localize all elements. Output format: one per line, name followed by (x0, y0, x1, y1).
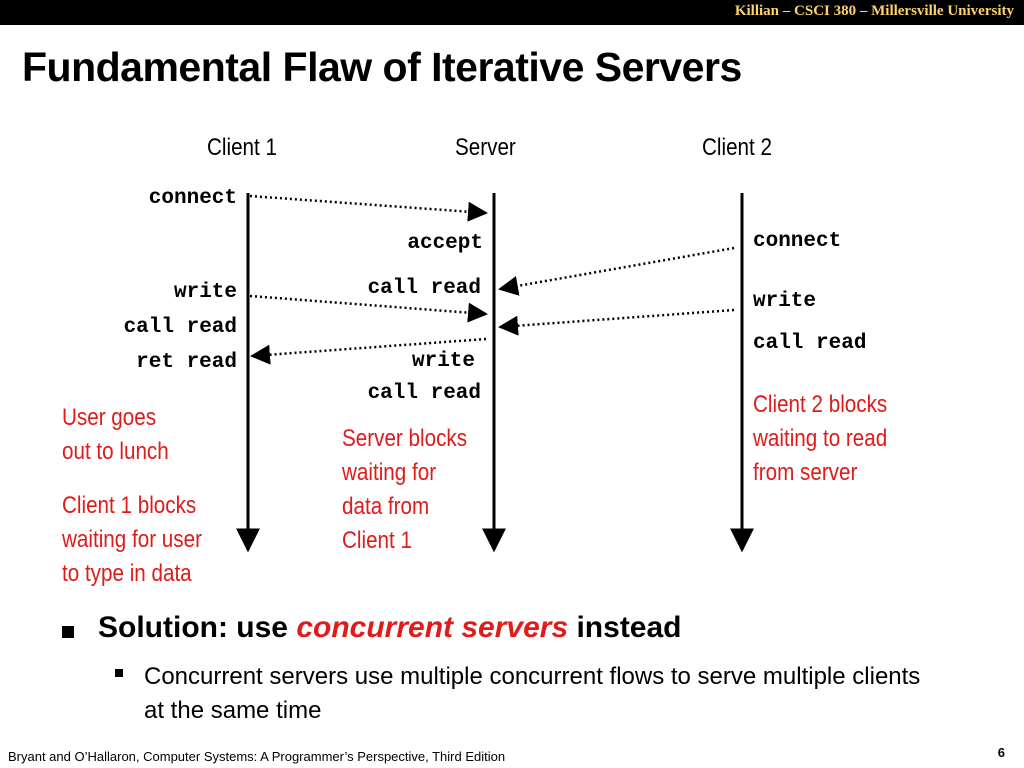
main-bullet-suffix: instead (568, 611, 682, 644)
client2-header: Client 2 (702, 134, 772, 161)
note-client2-line: from server (753, 459, 858, 486)
client1-connect-label: connect (148, 187, 237, 210)
client2-write-label: write (753, 290, 817, 313)
note-server-line: data from (342, 493, 430, 520)
note-client2-line: waiting to read (753, 425, 888, 452)
server-write-label: write (411, 350, 475, 373)
arrow-server-write (250, 337, 487, 365)
client1-ret-read-label: ret read (136, 351, 237, 374)
note-client1-line: Client 1 blocks (62, 492, 197, 519)
bullet-square-icon (62, 626, 74, 638)
server-call-read-label: call read (367, 277, 481, 300)
sub-bullet-square-icon (115, 669, 123, 677)
client1-header: Client 1 (207, 134, 277, 161)
page-number: 6 (997, 745, 1005, 760)
arrow-c1-connect (249, 194, 488, 222)
server-accept-label: accept (407, 232, 483, 255)
client1-write-label: write (173, 281, 237, 304)
note-server-line: waiting for (342, 459, 437, 486)
header-bar-text: Killian – CSCI 380 – Millersville Univer… (734, 3, 1014, 19)
server-call-read2-label: call read (367, 382, 481, 405)
main-bullet-prefix: Solution: use (98, 611, 297, 644)
main-bullet: Solution: use concurrent servers instead (98, 611, 682, 645)
sub-bullet: Concurrent servers use multiple concurre… (144, 663, 921, 724)
main-bullet-emphasis: concurrent servers (296, 611, 569, 644)
arrow-c2-write (498, 308, 735, 336)
client2-connect-label: connect (753, 230, 842, 253)
header-bar: Killian – CSCI 380 – Millersville Univer… (0, 0, 1024, 25)
note-client2-blocks: Client 2 blocks waiting to read from ser… (753, 388, 887, 490)
slide-title: Fundamental Flaw of Iterative Servers (22, 44, 742, 90)
note-server-blocks: Server blocks waiting for data from Clie… (342, 422, 467, 558)
footer-citation: Bryant and O’Hallaron, Computer Systems:… (8, 749, 506, 764)
note-lunch-line: out to lunch (62, 438, 169, 465)
client2-call-read-label: call read (753, 332, 867, 355)
note-lunch-line: User goes (62, 404, 157, 431)
note-client1-blocks: Client 1 blocks waiting for user to type… (62, 489, 202, 591)
arrow-c2-connect (498, 246, 735, 296)
server-header: Server (455, 134, 516, 161)
note-client1-line: waiting for user (62, 526, 202, 553)
client1-call-read-label: call read (123, 316, 237, 339)
note-server-line: Client 1 (342, 527, 412, 554)
note-client1-line: to type in data (62, 560, 192, 587)
note-client2-line: Client 2 blocks (753, 391, 888, 418)
note-server-line: Server blocks (342, 425, 468, 452)
note-lunch: User goes out to lunch (62, 401, 169, 469)
